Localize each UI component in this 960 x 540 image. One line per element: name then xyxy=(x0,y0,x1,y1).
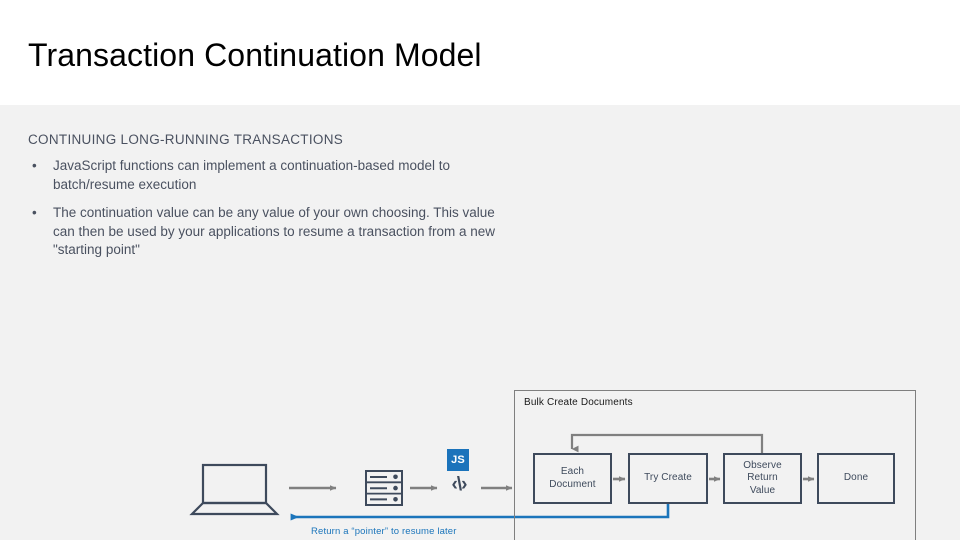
bullet-marker: • xyxy=(32,205,37,220)
bullet-marker: • xyxy=(32,158,37,173)
js-badge-icon: JS xyxy=(447,449,469,471)
diagram-vector-layer xyxy=(189,433,815,521)
return-pointer-caption: Return a “pointer” to resume later xyxy=(311,526,457,537)
bullet-item: • JavaScript functions can implement a c… xyxy=(32,157,502,194)
bulk-create-documents-group xyxy=(514,390,916,540)
code-brackets-icon: ‹\› xyxy=(451,474,468,495)
server-icon xyxy=(365,470,403,506)
node-label: Done xyxy=(843,472,869,484)
bullet-item: • The continuation value can be any valu… xyxy=(32,204,512,260)
node-done[interactable]: Done xyxy=(817,453,895,504)
arrow-observe-loopback-to-each xyxy=(570,433,764,453)
bullet-text: The continuation value can be any value … xyxy=(53,205,495,257)
group-title: Bulk Create Documents xyxy=(524,397,633,408)
arrow-try-create-return-pointer xyxy=(290,504,670,521)
bullet-text: JavaScript functions can implement a con… xyxy=(53,158,450,192)
title-band: Transaction Continuation Model xyxy=(0,0,960,105)
laptop-icon xyxy=(189,463,280,516)
section-heading: CONTINUING LONG-RUNNING TRANSACTIONS xyxy=(28,132,344,147)
node-label: Try Create xyxy=(644,472,692,484)
slide-body: CONTINUING LONG-RUNNING TRANSACTIONS • J… xyxy=(0,105,960,540)
page-title: Transaction Continuation Model xyxy=(28,37,482,73)
node-try-create[interactable]: Try Create xyxy=(628,453,708,504)
